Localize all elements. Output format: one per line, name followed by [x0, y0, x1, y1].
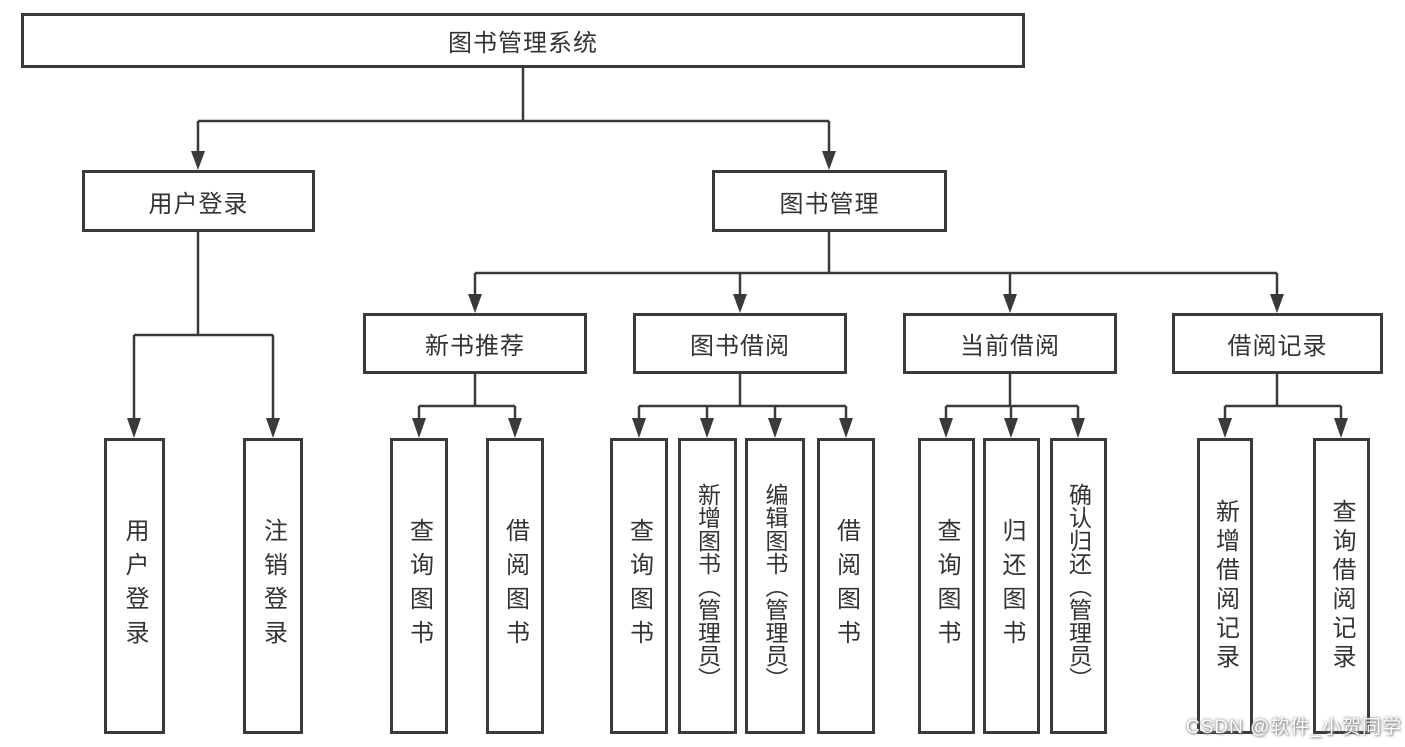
- node-leaf-query-borrow-record: 查询借阅记录: [1313, 438, 1370, 734]
- node-leaf-query-book-current: 查询图书: [918, 438, 975, 734]
- arrowhead-icons: [127, 151, 1348, 438]
- node-book-borrow: 图书借阅: [633, 313, 847, 374]
- node-leaf-query-book-recommend: 查询图书: [390, 438, 448, 734]
- node-leaf-borrow-book: 借阅图书: [817, 438, 875, 734]
- node-root: 图书管理系统: [21, 13, 1025, 68]
- node-user-login: 用户登录: [82, 170, 315, 232]
- node-current-borrow: 当前借阅: [903, 313, 1117, 374]
- node-leaf-add-book-admin: 新增图书（管理员）: [678, 438, 737, 734]
- node-leaf-add-borrow-record: 新增借阅记录: [1197, 438, 1253, 734]
- node-borrow-records: 借阅记录: [1172, 313, 1383, 374]
- node-leaf-return-book: 归还图书: [983, 438, 1040, 734]
- node-leaf-borrow-book-recommend: 借阅图书: [486, 438, 544, 734]
- node-new-book-recommend: 新书推荐: [363, 313, 587, 374]
- node-leaf-query-book-borrow: 查询图书: [610, 438, 668, 734]
- node-book-management: 图书管理: [712, 170, 947, 232]
- node-leaf-edit-book-admin: 编辑图书（管理员）: [745, 438, 805, 734]
- csdn-watermark: CSDN @软件_小贺同学: [1186, 717, 1402, 738]
- node-leaf-confirm-return-admin: 确认归还（管理员）: [1050, 438, 1107, 734]
- node-leaf-user-login: 用户登录: [104, 438, 165, 734]
- node-leaf-logout: 注销登录: [243, 438, 303, 734]
